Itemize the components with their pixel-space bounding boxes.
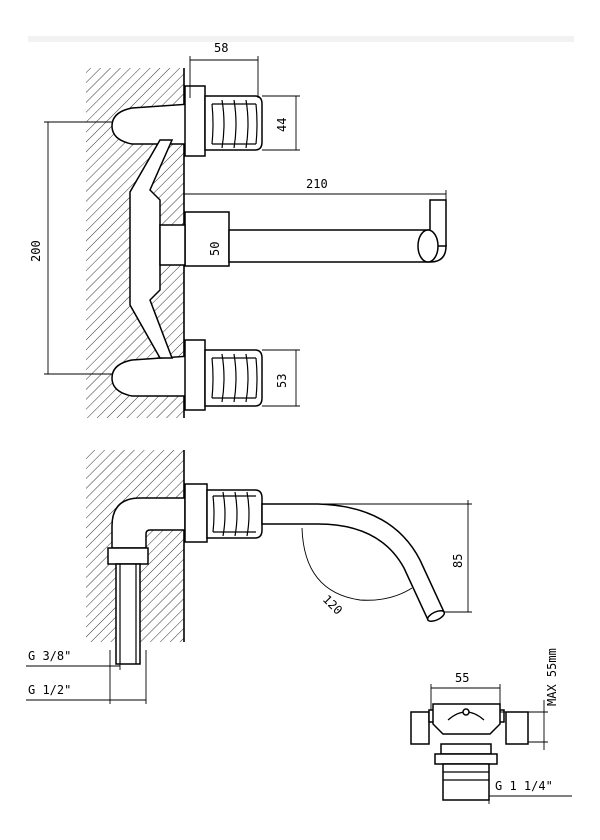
dim-top-width-label: 58	[214, 41, 228, 55]
drain-pipe	[442, 763, 490, 801]
thread-g114-label: G 1 1/4"	[495, 779, 553, 793]
thread-g12-label: G 1/2"	[28, 683, 71, 697]
dim-handle-bottom-height: 53	[262, 349, 300, 407]
dim-spout-length-label: 210	[306, 177, 328, 191]
mixer-body	[129, 139, 174, 359]
side-handle	[206, 489, 263, 539]
side-spout	[261, 503, 445, 622]
dim-spout-length: 210	[184, 177, 447, 200]
dim-drain-max-label: MAX 55mm	[545, 648, 559, 706]
dim-handle-top-height-label: 44	[275, 118, 289, 132]
dim-spout-angle-label: 120	[320, 592, 345, 617]
dim-vertical-spacing: 200	[29, 121, 112, 375]
thread-g114-callout: G 1 1/4"	[488, 779, 572, 804]
dim-drain-max: MAX 55mm	[500, 648, 559, 750]
bottom-handle	[111, 339, 263, 411]
dim-vertical-spacing-label: 200	[29, 240, 43, 262]
drain-detail: 55 MAX 55mm G 1 1/4"	[410, 648, 572, 804]
thread-callouts: G 3/8" G 1/2"	[26, 642, 147, 704]
dim-handle-bottom-height-label: 53	[275, 374, 289, 388]
dim-drain-width: 55	[430, 671, 501, 710]
thread-g38-label: G 3/8"	[28, 649, 71, 663]
dim-top-width: 58	[189, 41, 259, 98]
side-view: 120 85 G 3/8" G 1/2"	[26, 450, 472, 704]
top-handle	[111, 85, 263, 157]
dim-spout-drop-label: 85	[451, 554, 465, 568]
front-spout	[159, 199, 447, 267]
front-view: 58 44 200 210 50 53	[29, 41, 447, 418]
dim-handle-top-height: 44	[262, 95, 300, 151]
dim-spout-drop: 85	[300, 500, 472, 613]
pipe-nut	[107, 547, 149, 565]
header-band	[28, 36, 574, 42]
dim-spout-collar-label: 50	[208, 242, 222, 256]
dim-drain-width-label: 55	[455, 671, 469, 685]
